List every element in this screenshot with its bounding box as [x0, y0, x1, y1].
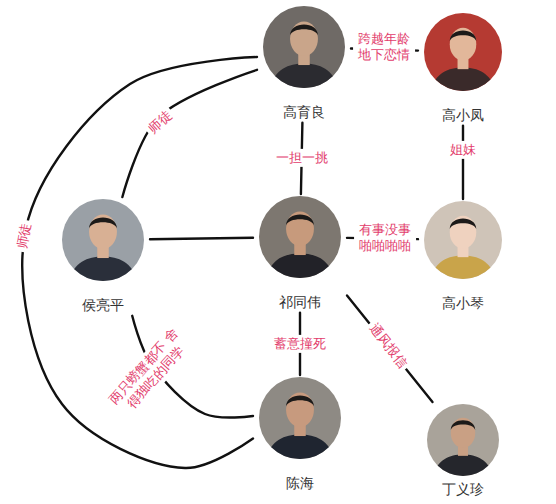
portrait-silhouette	[259, 377, 341, 459]
portrait-photo	[259, 377, 341, 459]
portrait-photo	[263, 6, 345, 88]
portrait-node: 陈海	[255, 377, 345, 492]
portrait-shoulders	[266, 253, 335, 278]
relation-label: 有事没事 啪啪啪啪	[354, 221, 416, 256]
portrait-face	[286, 212, 314, 246]
portrait-photo	[259, 196, 341, 278]
person-name: 祁同伟	[255, 294, 345, 311]
portrait-node: 侯亮平	[58, 199, 148, 314]
portrait-face	[450, 216, 477, 249]
portrait-photo	[424, 13, 502, 91]
relation-label: 两只螃蟹都不 舍得独吃的同学	[103, 322, 197, 421]
portrait-shoulders	[270, 63, 339, 88]
relation-label: 跨越年龄 地下恋情	[353, 30, 415, 65]
portrait-face	[89, 215, 117, 249]
person-name: 高育良	[259, 104, 349, 121]
portrait-node: 丁义珍	[423, 404, 503, 498]
relation-line	[122, 70, 257, 197]
portrait-hair	[286, 395, 314, 406]
portrait-hair	[290, 24, 318, 35]
portrait-face	[451, 418, 475, 448]
portrait-face	[290, 22, 318, 56]
portrait-photo	[424, 201, 502, 279]
portrait-shoulders	[430, 256, 496, 279]
portrait-silhouette	[424, 201, 502, 279]
person-name: 高小凤	[420, 107, 506, 124]
relation-line	[462, 126, 464, 199]
portrait-silhouette	[427, 404, 499, 476]
relation-label: 蓄意撞死	[271, 335, 329, 353]
person-name: 高小琴	[420, 295, 506, 312]
portrait-face	[286, 393, 314, 427]
portrait-photo	[62, 199, 144, 281]
relation-label: 姐妹	[447, 141, 479, 159]
portrait-silhouette	[259, 196, 341, 278]
relation-label: 师徒	[142, 105, 178, 140]
portrait-silhouette	[62, 199, 144, 281]
portrait-node: 高小琴	[420, 201, 506, 312]
relation-label: 通风报信	[363, 318, 414, 375]
portrait-photo	[427, 404, 499, 476]
portrait-silhouette	[263, 6, 345, 88]
person-name: 丁义珍	[423, 481, 503, 498]
relation-line	[150, 238, 253, 240]
relation-line	[347, 296, 432, 402]
portrait-silhouette	[424, 13, 502, 91]
person-name: 陈海	[255, 475, 345, 492]
portrait-hair	[89, 217, 117, 228]
portrait-hair	[450, 219, 477, 230]
relation-label: 一担一挑	[273, 149, 331, 167]
person-name: 侯亮平	[58, 297, 148, 314]
portrait-shoulders	[433, 454, 493, 476]
portrait-shoulders	[430, 68, 496, 91]
portrait-shoulders	[69, 256, 138, 281]
portrait-shoulders	[266, 434, 335, 459]
portrait-hair	[451, 420, 475, 430]
portrait-face	[450, 28, 477, 61]
portrait-node: 高育良	[259, 6, 349, 121]
portrait-hair	[286, 214, 314, 225]
portrait-hair	[450, 31, 477, 42]
relation-line	[22, 57, 257, 468]
portrait-node: 高小凤	[420, 13, 506, 124]
portrait-node: 祁同伟	[255, 196, 345, 311]
relation-label: 师徒	[12, 219, 36, 254]
